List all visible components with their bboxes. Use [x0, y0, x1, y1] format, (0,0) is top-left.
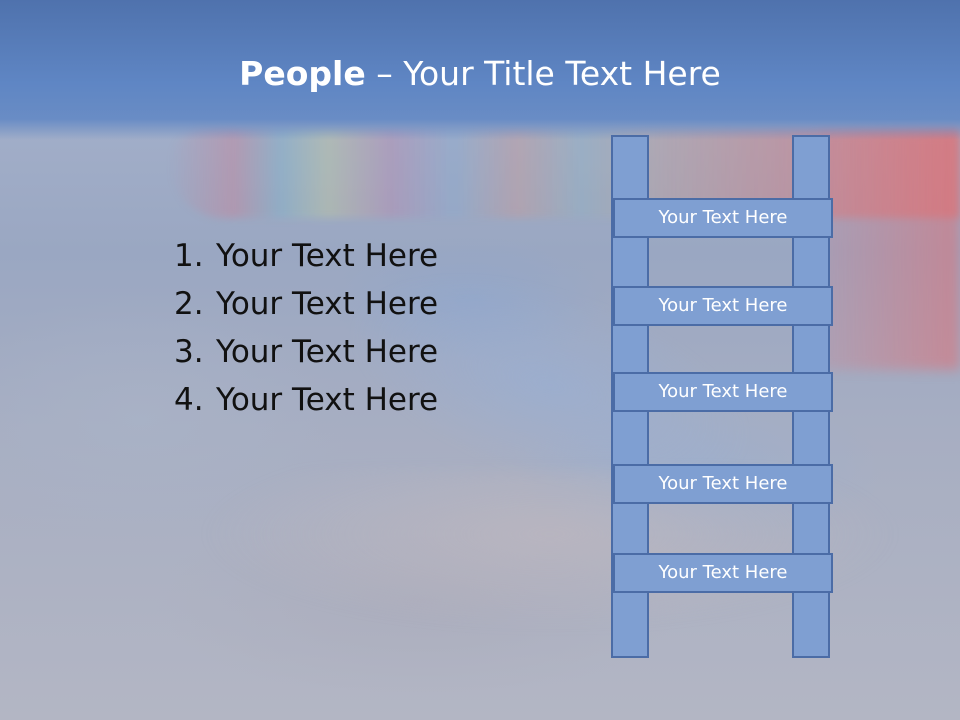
numbered-list[interactable]: 1. Your Text Here 2. Your Text Here 3. Your… — [150, 232, 438, 424]
list-text: Your Text Here — [216, 238, 439, 274]
ladder-step-4[interactable]: Your Text Here — [613, 464, 833, 504]
slide-title[interactable]: People – Your Title Text Here — [0, 50, 960, 98]
list-number: 1. — [174, 238, 204, 274]
list-item: 4. Your Text Here — [150, 376, 438, 424]
list-text: Your Text Here — [216, 382, 439, 418]
ladder-step-2[interactable]: Your Text Here — [613, 286, 833, 326]
ladder-step-5[interactable]: Your Text Here — [613, 553, 833, 593]
list-item: 1. Your Text Here — [150, 232, 438, 280]
list-item: 2. Your Text Here — [150, 280, 438, 328]
list-number: 2. — [174, 286, 204, 322]
title-rest: – Your Title Text Here — [365, 54, 721, 93]
title-bar — [0, 0, 960, 140]
list-number: 3. — [174, 334, 204, 370]
list-text: Your Text Here — [216, 286, 439, 322]
ladder-step-3[interactable]: Your Text Here — [613, 372, 833, 412]
ladder-step-1[interactable]: Your Text Here — [613, 198, 833, 238]
list-item: 3. Your Text Here — [150, 328, 438, 376]
list-text: Your Text Here — [216, 334, 439, 370]
list-number: 4. — [174, 382, 204, 418]
title-bold: People — [239, 54, 366, 93]
red-fabric-image — [820, 130, 960, 370]
